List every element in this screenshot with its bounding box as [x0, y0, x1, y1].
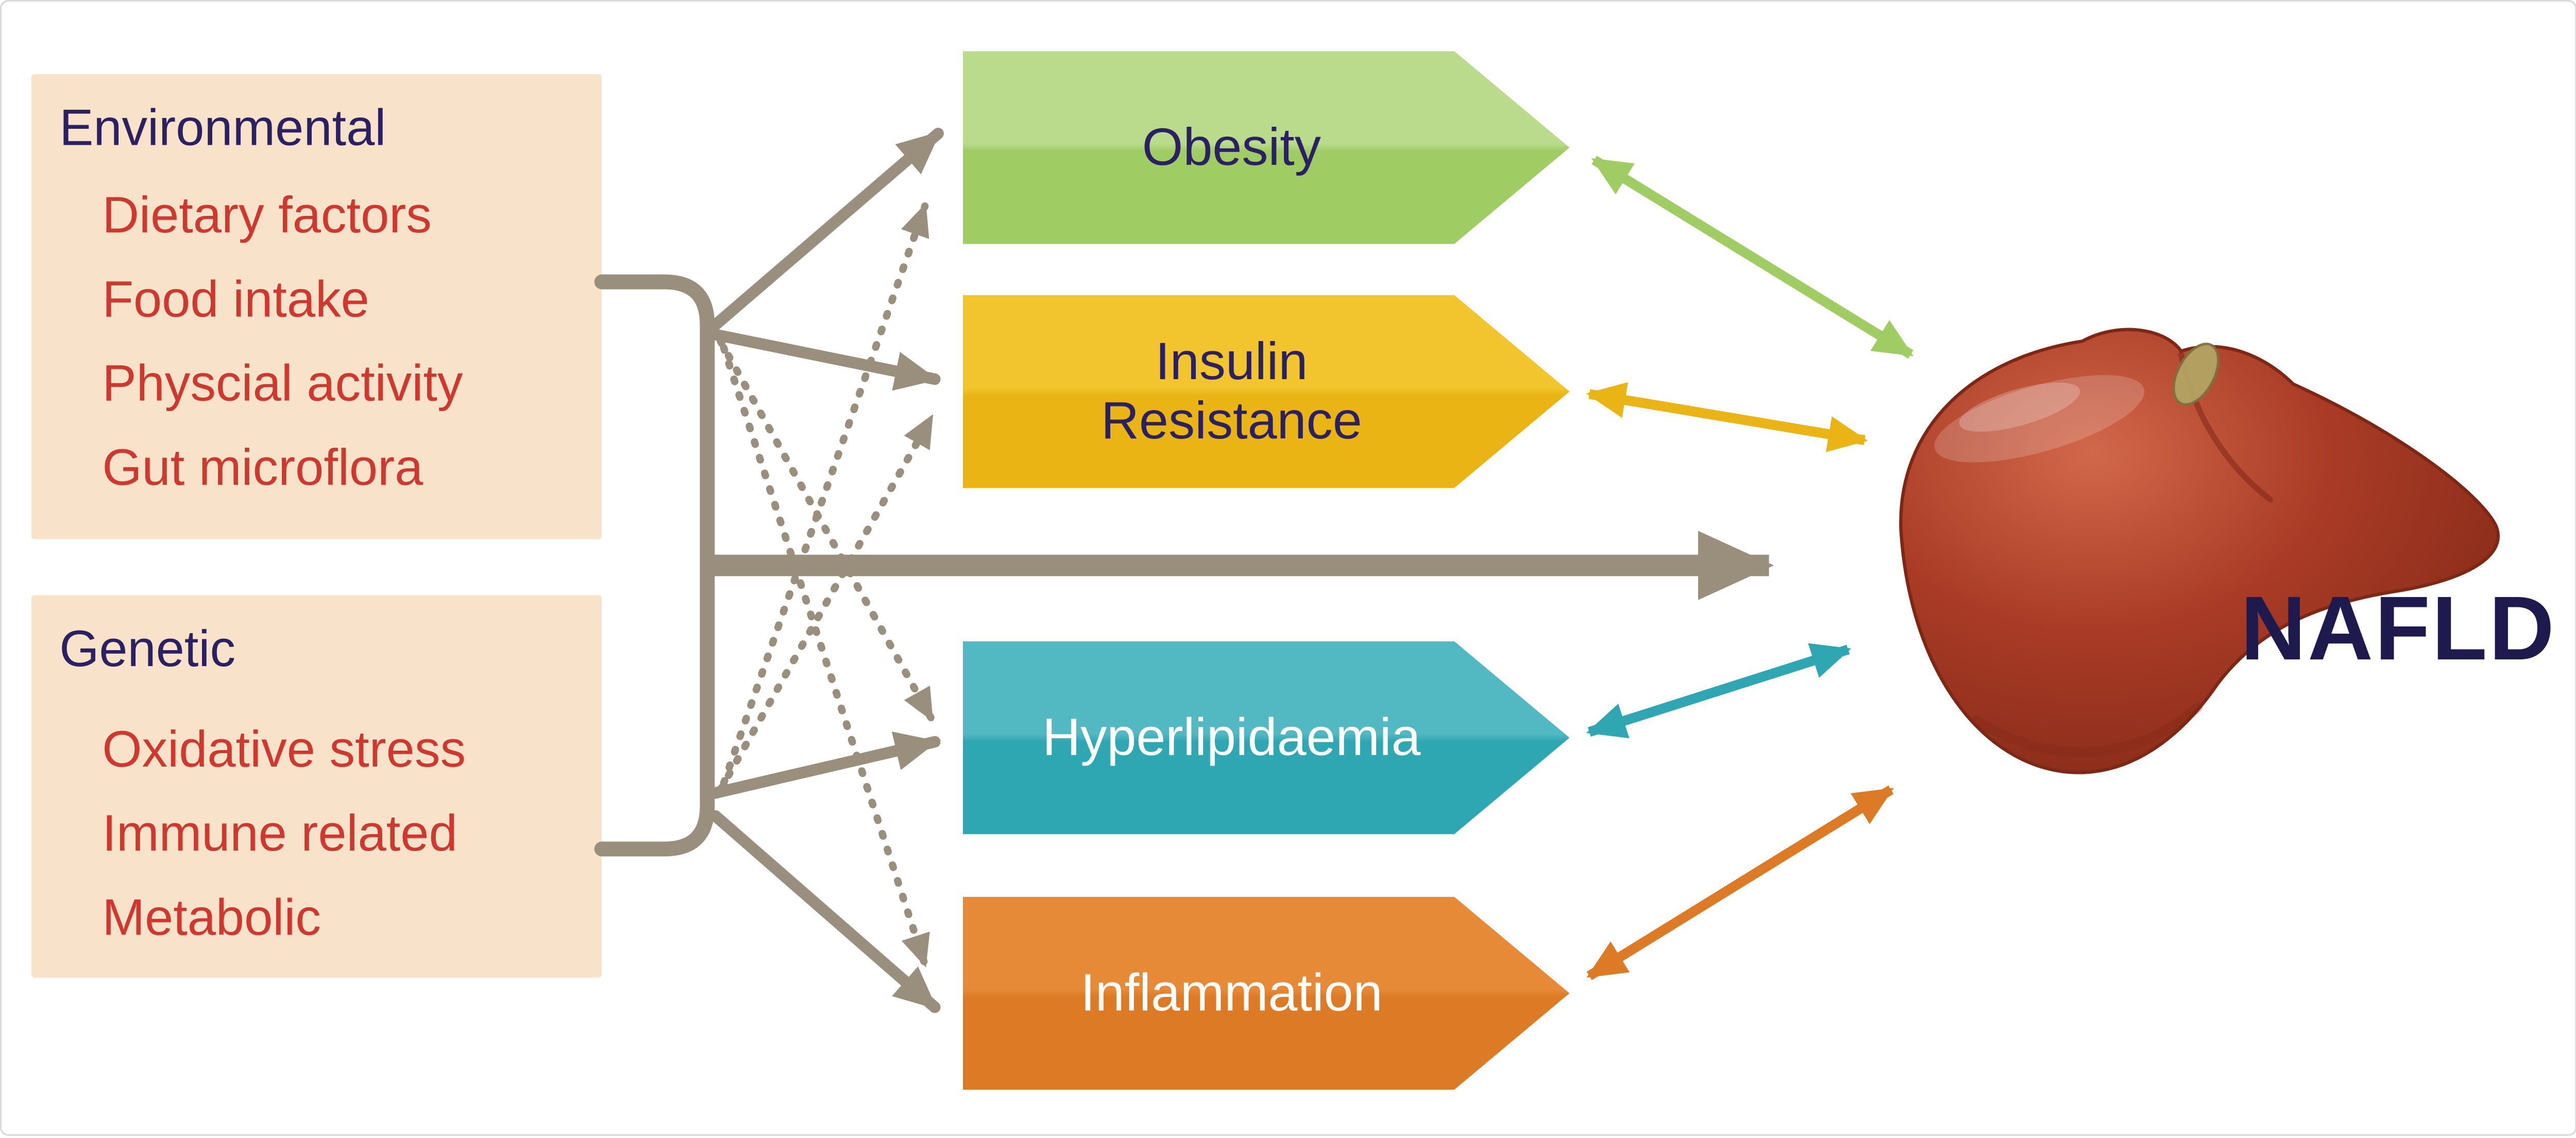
dotted-arrow-environmental-to-hyperlipidaemia	[717, 337, 936, 723]
double-arrow-inflammation-liver	[1586, 785, 1894, 980]
genetic-item: Metabolic	[102, 888, 321, 946]
genetic-item: Oxidative stress	[102, 720, 466, 778]
arrow-environmental-to-insulin	[709, 329, 941, 391]
environmental-item: Dietary factors	[102, 186, 432, 244]
banner-inflammation-label: Inflammation	[1080, 962, 1383, 1022]
double-arrow-insulin-liver	[1586, 382, 1868, 452]
arrow-genetic-to-inflammation	[709, 810, 941, 1013]
dotted-arrow-environmental-to-inflammation	[720, 344, 930, 969]
liver-illustration	[1899, 328, 2500, 774]
bracket-connector	[594, 274, 715, 857]
double-arrow-hyperlipidaemia-liver	[1586, 643, 1852, 738]
liver-highlight-small	[1959, 382, 2080, 432]
environmental-title: Environmental	[59, 99, 386, 157]
liver-bottom-shade	[1972, 702, 2203, 757]
environmental-item: Food intake	[102, 270, 369, 328]
banner-insulin-resistance: Insulin Resistance	[962, 295, 1570, 488]
banner-hyperlipidaemia-label: Hyperlipidaemia	[1042, 706, 1421, 766]
nafld-label: NAFLD	[2240, 577, 2556, 680]
dotted-arrow-genetic-to-insulin	[717, 413, 936, 793]
environmental-box: Environmental Dietary factors Food intak…	[31, 74, 602, 539]
banner-obesity-label: Obesity	[1142, 116, 1321, 176]
liver-gallbladder	[2172, 343, 2220, 406]
banner-hyperlipidaemia: Hyperlipidaemia	[962, 641, 1570, 835]
double-arrow-obesity-liver	[1591, 156, 1914, 359]
environmental-item: Gut microflora	[102, 438, 423, 497]
banner-obesity: Obesity	[962, 51, 1570, 244]
environmental-item: Physcial activity	[102, 354, 463, 412]
banner-insulin-resistance-label: Insulin Resistance	[1101, 331, 1362, 449]
liver-highlight	[1934, 375, 2145, 463]
liver-lobe-ridge	[2178, 351, 2273, 503]
genetic-item: Immune related	[102, 804, 457, 862]
genetic-items: Oxidative stress Immune related Metaboli…	[59, 707, 588, 960]
genetic-title: Genetic	[59, 620, 236, 678]
arrow-genetic-to-hyperlipidaemia	[709, 732, 941, 799]
environmental-items: Dietary factors Food intake Physcial act…	[59, 173, 588, 509]
genetic-box: Genetic Oxidative stress Immune related …	[31, 595, 602, 978]
liver-body	[1899, 328, 2500, 774]
banner-inflammation: Inflammation	[962, 896, 1570, 1090]
dotted-arrow-genetic-to-obesity	[720, 202, 929, 787]
arrow-environmental-to-obesity	[709, 127, 944, 331]
